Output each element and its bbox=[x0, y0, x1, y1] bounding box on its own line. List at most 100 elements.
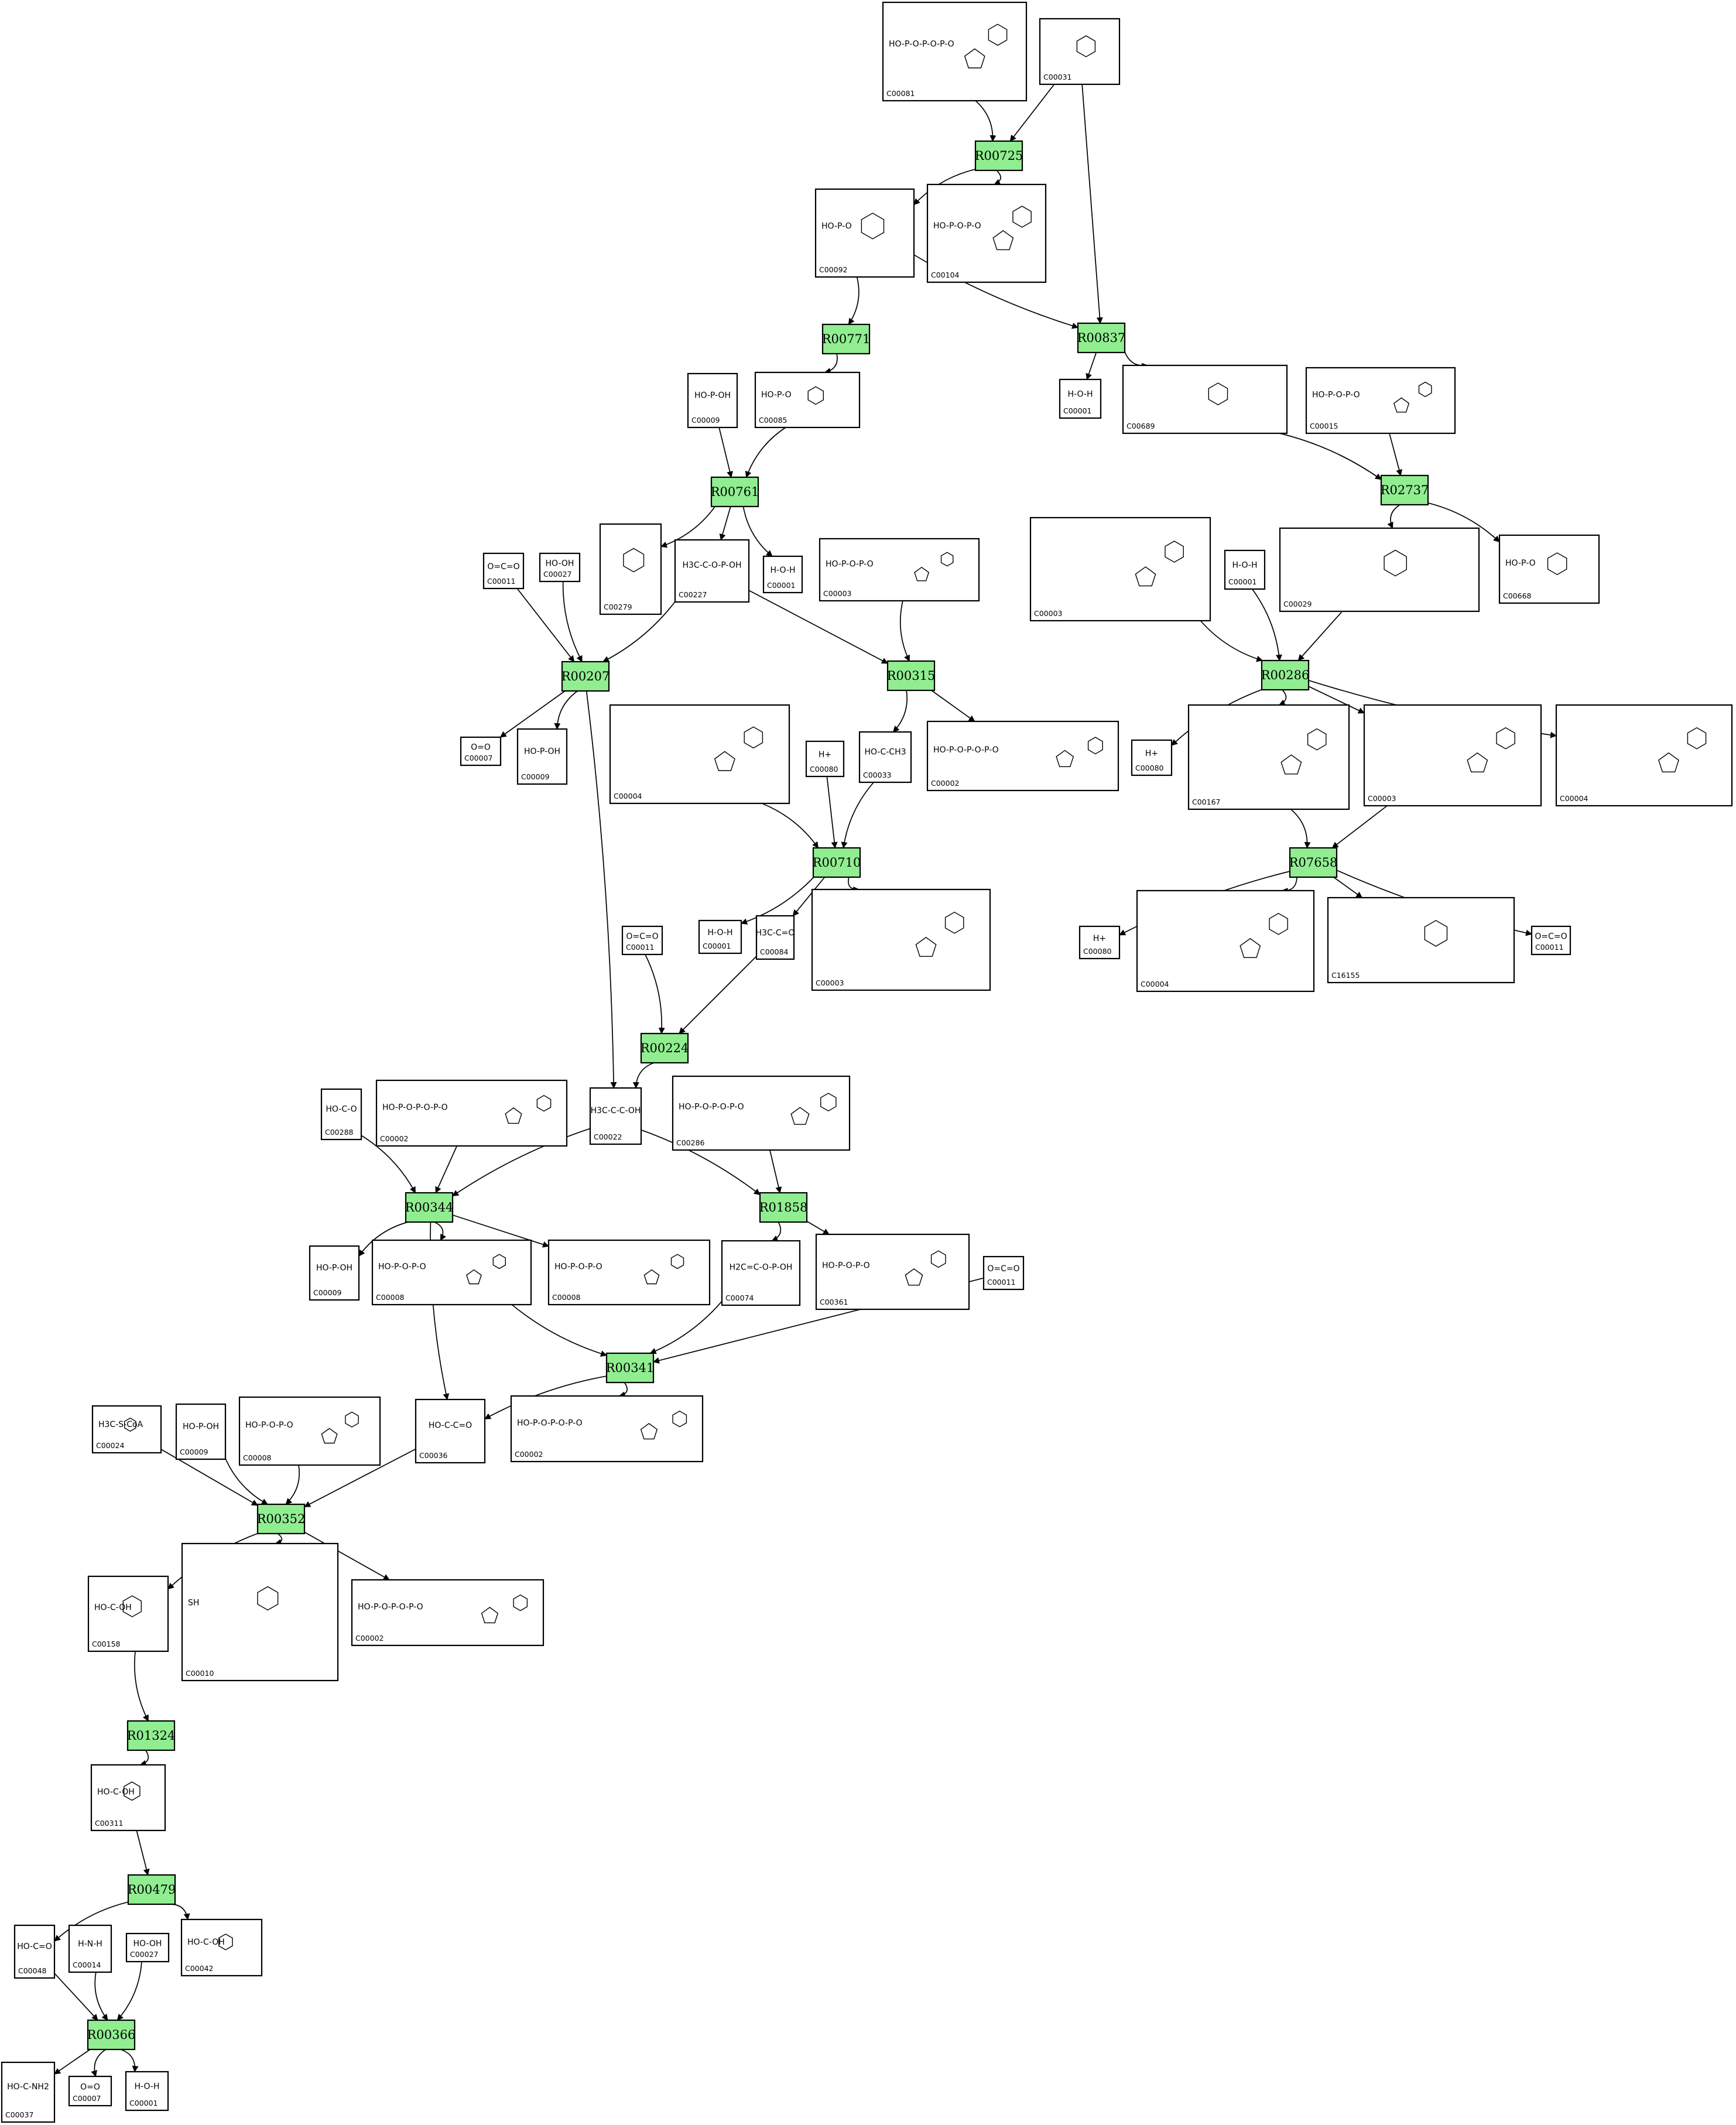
reaction-node[interactable]: R00479 bbox=[128, 1874, 176, 1905]
compound-node[interactable]: C00004 bbox=[609, 704, 790, 805]
compound-formula: HO-P-OH bbox=[524, 747, 560, 756]
reaction-node[interactable]: R00207 bbox=[561, 661, 610, 692]
compound-node[interactable]: C00689 bbox=[1122, 364, 1288, 434]
compound-node[interactable]: C00031 bbox=[1039, 18, 1121, 85]
compound-node[interactable]: C00003 bbox=[1363, 704, 1542, 807]
ring-shape bbox=[1467, 752, 1488, 773]
reaction-node[interactable]: R00352 bbox=[257, 1503, 306, 1535]
compound-node[interactable]: C00029 bbox=[1279, 527, 1480, 612]
reaction-node[interactable]: R00725 bbox=[975, 140, 1023, 172]
reaction-node[interactable]: R00224 bbox=[641, 1032, 689, 1064]
reaction-node[interactable]: R01324 bbox=[127, 1720, 176, 1751]
compound-node[interactable]: C00003 bbox=[811, 888, 991, 991]
compound-box bbox=[1224, 549, 1266, 590]
compound-node[interactable]: C00003 bbox=[1029, 516, 1211, 622]
reaction-node[interactable]: R00344 bbox=[405, 1192, 454, 1223]
compound-id-label: C16155 bbox=[1331, 971, 1360, 980]
compound-node[interactable]: C00004 bbox=[1555, 704, 1733, 807]
reaction-node[interactable]: R00771 bbox=[821, 323, 871, 355]
reaction-node[interactable]: R07658 bbox=[1289, 847, 1338, 878]
compound-node[interactable]: H+C00080 bbox=[805, 740, 845, 778]
reaction-box bbox=[821, 323, 871, 355]
edge-arrow bbox=[1009, 84, 1055, 142]
compound-box bbox=[674, 539, 750, 603]
reaction-node[interactable]: R02737 bbox=[1381, 474, 1429, 506]
ring-shape bbox=[1012, 206, 1032, 228]
compound-id-label: C00007 bbox=[464, 754, 493, 762]
edge-arrow bbox=[554, 690, 578, 730]
compound-id-label: C00011 bbox=[1535, 943, 1564, 952]
reaction-node[interactable]: R00710 bbox=[813, 847, 861, 878]
compound-node[interactable]: C00004 bbox=[1136, 889, 1315, 993]
edge-arrow bbox=[641, 1129, 761, 1195]
ring-shape bbox=[905, 1268, 923, 1286]
compound-formula: HO-OH bbox=[546, 559, 574, 569]
edge-arrow bbox=[824, 353, 838, 374]
reaction-node[interactable]: R00761 bbox=[710, 476, 759, 508]
reaction-node[interactable]: R00341 bbox=[606, 1352, 655, 1384]
reaction-node[interactable]: R00837 bbox=[1077, 322, 1126, 354]
compound-node[interactable]: C16155 bbox=[1327, 896, 1515, 984]
compound-formula: HO-P-O-P-O-P-O bbox=[679, 1103, 744, 1112]
compound-node[interactable]: C00279 bbox=[599, 523, 662, 615]
reaction-node[interactable]: R01858 bbox=[759, 1192, 808, 1223]
edge-arrow bbox=[94, 1972, 108, 2021]
compound-node[interactable]: H+C00080 bbox=[1078, 925, 1121, 960]
reaction-node[interactable]: R00315 bbox=[887, 660, 936, 692]
compound-node[interactable]: H+C00080 bbox=[1131, 739, 1173, 776]
edge-arrow bbox=[660, 506, 715, 548]
reaction-node[interactable]: R00366 bbox=[87, 2019, 136, 2051]
reaction-box bbox=[710, 476, 759, 508]
reaction-node[interactable]: R00286 bbox=[1261, 659, 1310, 691]
compound-node[interactable]: C00167 bbox=[1187, 704, 1350, 810]
